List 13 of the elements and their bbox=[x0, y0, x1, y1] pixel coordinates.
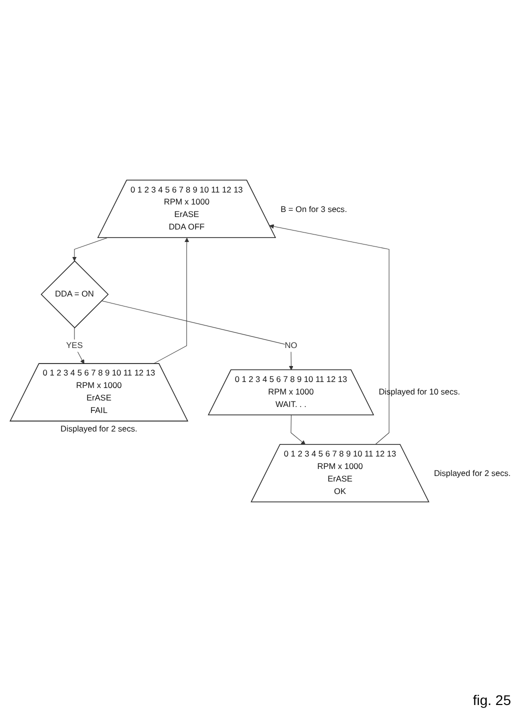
duration-note: Displayed for 10 secs. bbox=[378, 388, 460, 397]
duration-note: Displayed for 2 secs. bbox=[60, 424, 138, 434]
arrow bbox=[153, 238, 190, 364]
arrow bbox=[72, 238, 108, 262]
arrow bbox=[269, 224, 390, 445]
arrow bbox=[101, 300, 294, 370]
figure-caption: fig. 25 bbox=[472, 692, 511, 708]
edge-label: NO bbox=[284, 341, 298, 350]
edge-label: YES bbox=[66, 341, 83, 350]
arrow bbox=[290, 414, 306, 445]
duration-note: B = On for 3 secs. bbox=[280, 204, 347, 214]
node-diamond: DDA = ON bbox=[40, 260, 109, 328]
duration-note: Displayed for 2 secs. bbox=[434, 468, 511, 478]
